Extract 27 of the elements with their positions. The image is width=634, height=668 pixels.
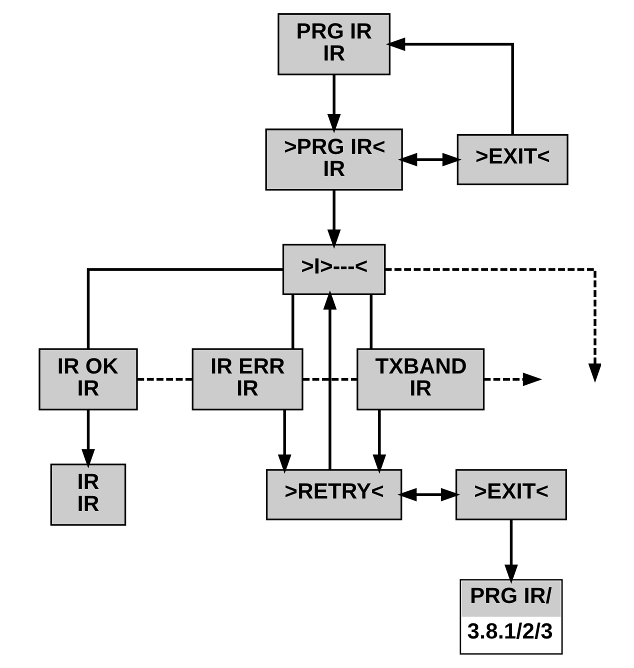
arrow [277,410,291,474]
arrow [396,488,460,502]
node-box: >I>---< [282,244,386,295]
connector [291,294,294,349]
arrow [384,268,600,383]
connector [302,378,356,381]
arrow [483,372,542,386]
arrow [504,519,518,584]
arrow [81,410,94,468]
node-box: IR IR [50,464,126,526]
node-box: >EXIT< [456,134,568,186]
node-box: TXBAND IR [356,348,484,410]
arrow [385,37,514,135]
node-box: IR ERR IR [191,348,303,410]
connector [136,378,192,381]
connector [369,294,372,349]
arrow [326,190,340,249]
node-box: >EXIT< [454,469,566,520]
node-box: PRG IR IR [277,13,390,76]
node-box: IR OK IR [38,348,138,410]
arrow [397,152,462,166]
arrow [326,74,340,134]
node-box: >RETRY< [265,469,402,520]
connector [86,268,283,349]
arrow [372,410,386,474]
arrow [322,290,336,470]
node-box: >PRG IR< IR [264,128,402,191]
